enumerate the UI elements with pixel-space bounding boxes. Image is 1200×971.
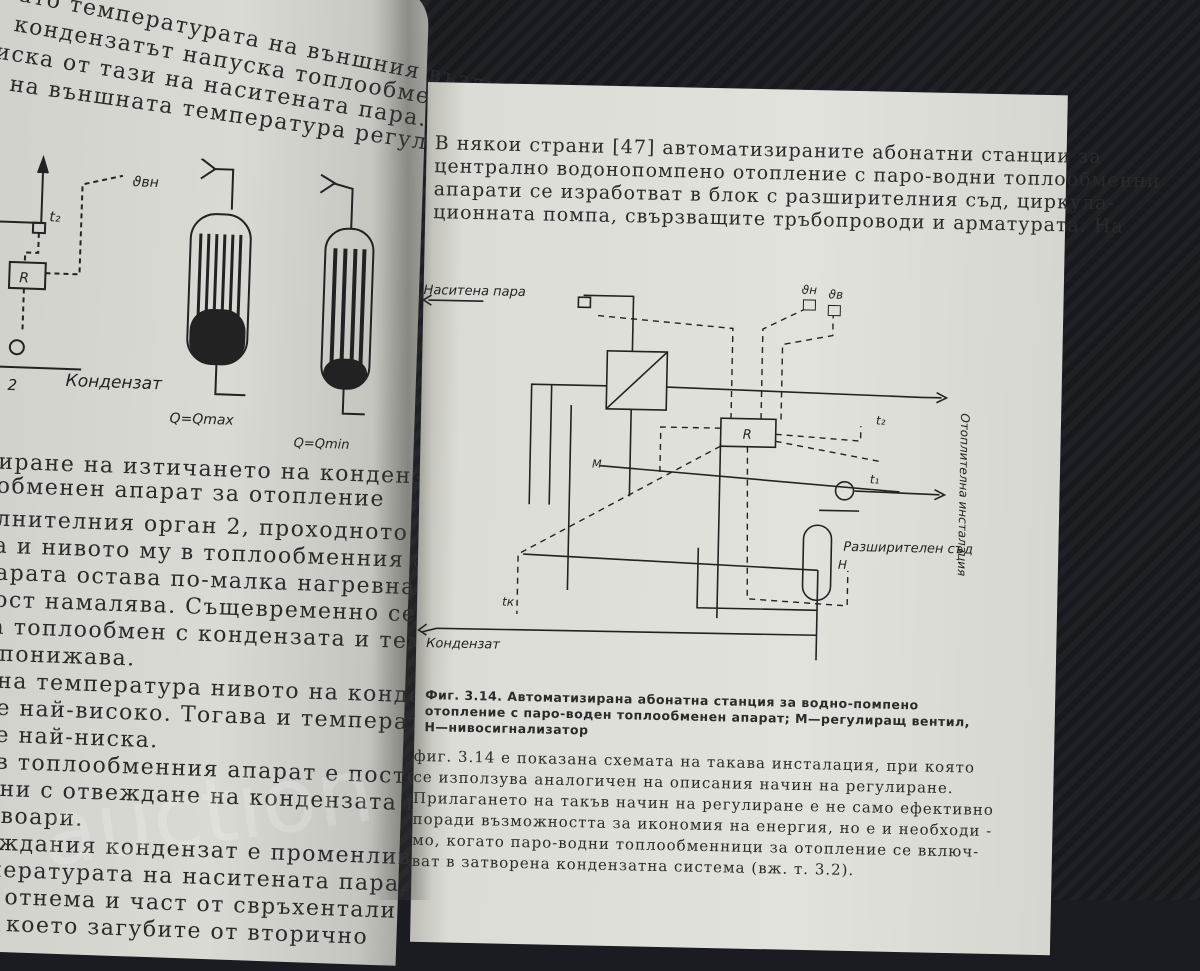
regulator-label: R <box>743 428 752 443</box>
regulator-label: R <box>19 270 29 286</box>
t2-label: t₂ <box>876 413 886 427</box>
outdoor-sensor-label: ϑвн <box>132 174 159 191</box>
theta-n-label: ϑн <box>802 283 818 297</box>
h-label: H <box>838 558 847 572</box>
book-gutter <box>372 0 432 900</box>
expansion-tank-label: Разширителен съд <box>843 540 973 558</box>
condensate-label: Кондензат <box>426 636 500 653</box>
valve-number-label: 2 <box>7 376 17 394</box>
steam-label: Наситена пара <box>423 283 526 300</box>
m-label: M <box>592 458 602 471</box>
t1-label: t₁ <box>870 472 880 486</box>
theta-v-label: ϑв <box>828 287 843 301</box>
left-page: ато температурата на външния въздух е ра… <box>0 0 576 966</box>
substation-schematic-figure: Наситена пара Кондензат Отоплителна инст… <box>417 283 973 661</box>
text-line: е понижава. <box>0 641 137 672</box>
temp-sensor-label: t₂ <box>49 209 61 225</box>
q-min-label: Q=Qmin <box>293 436 349 453</box>
heating-installation-label: Отоплителна инсталация <box>955 413 972 576</box>
q-max-label: Q=Qmax <box>169 411 235 429</box>
condensate-label: Кондензат <box>65 371 163 394</box>
text-line: H—нивосигнализатор <box>424 719 589 738</box>
right-page: В някои страни [47] автоматизираните або… <box>409 82 1161 956</box>
tk-label: tк <box>502 595 515 609</box>
text-line: т е най-ниска. <box>0 722 160 754</box>
condensate-regulation-figure: R t₂ ϑвн 2 Кондензат Q=Qmax Q=Qmin <box>0 154 375 453</box>
